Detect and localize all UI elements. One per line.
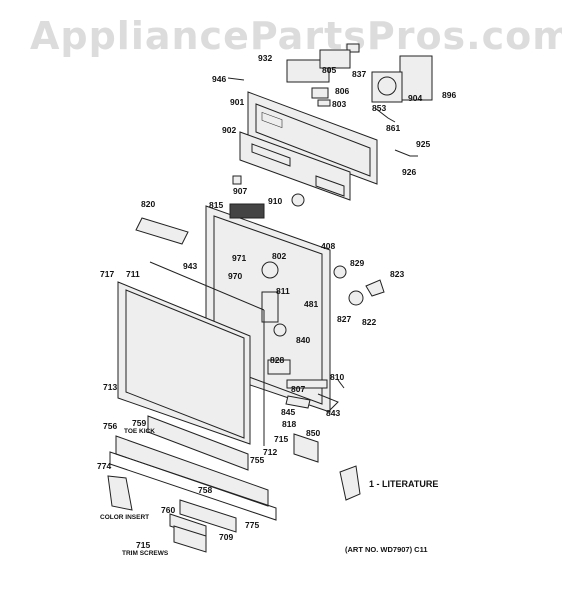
part-number: 811 [276, 286, 290, 296]
part-803 [317, 99, 331, 107]
part-number: 822 [362, 317, 377, 327]
part-number: 823 [390, 269, 405, 279]
part-number: 943 [183, 261, 198, 271]
part-number: 845 [281, 407, 296, 417]
part-literature-booklet [339, 465, 361, 501]
part-number: 932 [258, 53, 273, 63]
part-number: 853 [372, 103, 387, 113]
part-861-wire [374, 107, 396, 123]
part-907 [232, 175, 242, 185]
part-843 [317, 393, 339, 411]
part-901-console [247, 91, 378, 185]
part-number: 818 [282, 419, 297, 429]
part-758 [179, 499, 237, 533]
part-number: 408 [321, 241, 336, 251]
part-756-trim [115, 435, 269, 507]
part-810-screw [337, 379, 345, 389]
part-946-screw [227, 77, 245, 81]
part-number: 713 [103, 382, 118, 392]
trim-screws-caption: TRIM SCREWS [122, 550, 169, 557]
part-number: 755 [250, 455, 265, 465]
part-713-outer-panel [117, 281, 251, 445]
part-822 [348, 290, 364, 306]
part-number: 861 [386, 123, 401, 133]
part-number: 907 [233, 186, 248, 196]
part-number: 815 [209, 200, 224, 210]
part-number: 759 [132, 418, 147, 428]
part-820-handle [135, 217, 189, 245]
part-number: 717 [100, 269, 115, 279]
color-insert-caption: COLOR INSERT [100, 514, 150, 521]
part-number: 946 [212, 74, 227, 84]
part-481 [273, 323, 287, 337]
part-number: 843 [326, 408, 341, 418]
part-910-knob [291, 193, 305, 207]
part-number: 837 [352, 69, 367, 79]
part-number: 805 [322, 65, 337, 75]
part-number: 711 [126, 269, 140, 279]
part-774-color-insert [107, 475, 133, 511]
part-925-wire [394, 149, 418, 157]
part-number: 904 [408, 93, 423, 103]
part-811-dispenser [261, 291, 279, 323]
part-number: 715 [136, 540, 151, 550]
part-number: 829 [350, 258, 365, 268]
part-829 [333, 265, 347, 279]
part-932-switch [286, 59, 330, 83]
part-number: 850 [306, 428, 321, 438]
part-850 [293, 433, 319, 463]
part-number: 758 [198, 485, 213, 495]
part-807 [286, 379, 328, 389]
part-number: 806 [335, 86, 350, 96]
part-number: 760 [161, 505, 176, 515]
part-802 [261, 261, 279, 279]
part-number: 896 [442, 90, 457, 100]
part-number: 840 [296, 335, 311, 345]
part-845 [285, 395, 311, 409]
part-number: 925 [416, 139, 431, 149]
toe-kick-caption: TOE KICK [124, 428, 155, 435]
part-number: 827 [337, 314, 352, 324]
art-number: (ART NO. WD7907) C11 [345, 545, 428, 554]
part-806 [311, 87, 329, 99]
part-902-panel [239, 131, 351, 201]
part-number: 807 [291, 384, 306, 394]
part-number: 910 [268, 196, 283, 206]
part-709 [173, 525, 207, 553]
part-896-sheet [399, 55, 433, 101]
part-823 [365, 279, 385, 297]
part-number: 828 [270, 355, 285, 365]
part-number: 481 [304, 299, 319, 309]
part-number: 820 [141, 199, 156, 209]
part-number: 803 [332, 99, 347, 109]
watermark: AppliancePartsPros.com [30, 14, 562, 58]
part-number: 715 [274, 434, 289, 444]
part-759-toe-kick [147, 415, 249, 471]
part-828 [267, 359, 291, 375]
part-number: 901 [230, 97, 245, 107]
part-number: 775 [245, 520, 260, 530]
part-number: 802 [272, 251, 287, 261]
part-number: 712 [263, 447, 278, 457]
literature-label: 1 - LITERATURE [369, 479, 439, 489]
part-number: 774 [97, 461, 112, 471]
part-number: 756 [103, 421, 118, 431]
part-number: 971 [232, 253, 247, 263]
part-number: 902 [222, 125, 237, 135]
part-number: 970 [228, 271, 243, 281]
part-805-switch [319, 49, 351, 69]
part-number: 810 [330, 372, 345, 382]
part-815-vent [229, 203, 265, 219]
part-number: 709 [219, 532, 234, 542]
part-number: 926 [402, 167, 417, 177]
part-top-small [346, 43, 360, 53]
